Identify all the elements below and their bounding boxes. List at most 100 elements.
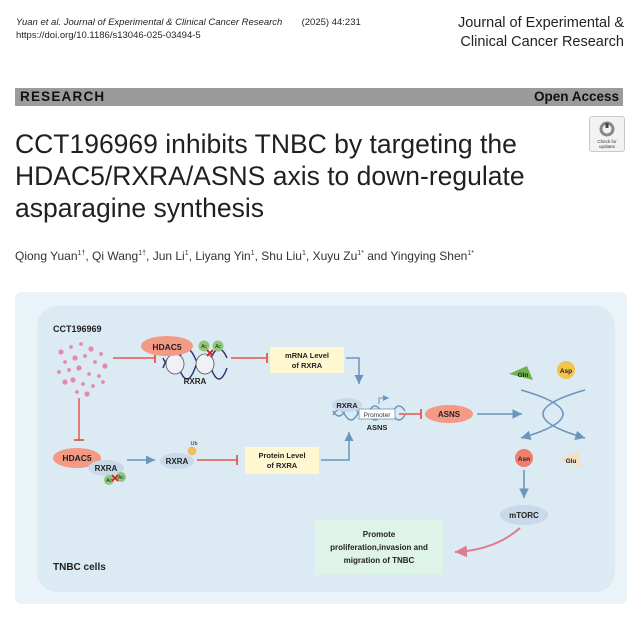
updates-line2: updates — [598, 144, 615, 149]
author-name[interactable]: Qiong Yuan — [15, 249, 78, 263]
drug-particle — [76, 365, 82, 371]
author-name[interactable]: Liyang Yin — [195, 249, 251, 263]
author-affiliation: 1† — [138, 250, 147, 257]
protein-level-line2: of RXRA — [267, 461, 298, 470]
author-list: Qiong Yuan1†, Qi Wang1†, Jun Li1, Liyang… — [15, 249, 474, 263]
hdac5-top-label: HDAC5 — [152, 342, 182, 352]
author-separator: , — [146, 249, 153, 263]
protein-level-line1: Protein Level — [258, 451, 305, 460]
asns-enzyme-label: ASNS — [438, 410, 461, 419]
author-separator: and — [363, 249, 391, 263]
asns-gene-label: ASNS — [367, 423, 388, 432]
reaction-curve-right — [542, 389, 586, 440]
author-name[interactable]: Jun Li — [152, 249, 185, 263]
mtorc-node — [500, 505, 548, 525]
drug-particle — [83, 354, 87, 358]
hdac5-top — [141, 336, 193, 356]
graphical-abstract: CCT196969 HDAC5 Ac Ac RXRA mRNA Level of… — [15, 292, 627, 604]
author-affiliation: 1 — [184, 250, 189, 257]
drug-label: CCT196969 — [53, 324, 102, 334]
citation-volume: (2025) 44:231 — [301, 17, 361, 28]
drug-particle — [75, 390, 79, 394]
ac-mark-4 — [116, 472, 126, 482]
title-line1: CCT196969 inhibits TNBC by targeting the — [15, 129, 517, 159]
mrna-level-line2: of RXRA — [292, 361, 323, 370]
author-separator: , — [188, 249, 196, 263]
updates-icon — [599, 121, 615, 137]
ub-mark-label: Ub — [190, 441, 197, 447]
ac-removal-x-bottom — [111, 474, 119, 482]
section-label: RESEARCH — [20, 89, 106, 104]
doi-link[interactable]: https://doi.org/10.1186/s13046-025-03494… — [16, 30, 201, 41]
drug-particle — [99, 352, 103, 356]
outcome-line2: proliferation,invasion and — [330, 543, 428, 552]
reaction-curve-left — [520, 389, 564, 440]
graphical-abstract-figure: CCT196969 HDAC5 Ac Ac RXRA mRNA Level of… — [37, 306, 615, 592]
drug-particle — [58, 349, 64, 355]
drug-particle — [101, 380, 105, 384]
mtorc-label: mTORC — [509, 511, 539, 520]
ac-mark-4-label: Ac — [118, 475, 124, 481]
drug-particle — [91, 384, 95, 388]
hdac5-bottom-label: HDAC5 — [62, 453, 92, 463]
author-name[interactable]: Shu Liu — [261, 249, 302, 263]
asns-enzyme — [425, 405, 473, 423]
drug-particle — [102, 363, 108, 369]
author-separator: , — [85, 249, 92, 263]
outcome-line3: migration of TNBC — [344, 556, 415, 565]
asp-label: Asp — [560, 368, 572, 375]
drug-particle — [84, 391, 90, 397]
arrow-protein-to-promoter — [321, 432, 354, 461]
protein-level-box — [245, 447, 319, 474]
rxra-promoter-bound — [332, 398, 362, 412]
author-name[interactable]: Qi Wang — [91, 249, 139, 263]
drug-particle — [79, 342, 83, 346]
promoter-label: Promoter — [364, 412, 392, 419]
check-for-updates-button[interactable]: Check for updates — [589, 116, 625, 152]
drug-particle — [72, 355, 78, 361]
rxra-ub-label: RXRA — [166, 457, 189, 466]
drug-particle — [69, 345, 73, 349]
drug-particle — [67, 368, 71, 372]
open-access-label: Open Access — [533, 89, 619, 104]
drug-particle — [57, 370, 61, 374]
transcription-start-arrow — [378, 395, 389, 404]
asn-shape — [515, 449, 533, 467]
title-line2: HDAC5/RXRA/ASNS axis to down-regulate — [15, 161, 525, 191]
glu-label: Glu — [566, 458, 577, 465]
tnbc-cells-label: TNBC cells — [53, 562, 106, 573]
arrow-mrna-to-promoter — [346, 357, 364, 384]
outcome-box — [315, 520, 443, 575]
arrow-mtorc-to-outcome — [454, 527, 521, 558]
author-affiliation: 1† — [77, 250, 86, 257]
author-affiliation: 1* — [357, 250, 364, 257]
ub-mark — [187, 446, 197, 456]
citation-journal: Journal of Experimental & Clinical Cance… — [63, 17, 283, 28]
ac-mark-3-label: Ac — [106, 478, 112, 484]
drug-particle — [93, 360, 97, 364]
author-affiliation: 1 — [250, 250, 255, 257]
promoter-box — [358, 408, 396, 420]
citation-authors: Yuan et al. — [16, 17, 62, 28]
ac-mark-1 — [198, 340, 210, 352]
author-separator: , — [254, 249, 262, 263]
ac-mark-2 — [212, 340, 224, 352]
rxra-ub — [160, 453, 194, 469]
drug-particle — [87, 372, 91, 376]
rxra-bottom-left-label: RXRA — [95, 464, 118, 473]
asn-label: Asn — [518, 456, 530, 463]
article-type-banner: RESEARCH Open Access — [15, 88, 623, 106]
mrna-level-box — [270, 347, 344, 373]
outcome-line1: Promote — [363, 530, 396, 539]
hdac5-bottom — [53, 448, 101, 468]
drug-particle — [88, 346, 94, 352]
gln-label: Gln — [518, 372, 529, 379]
drug-particle — [62, 379, 68, 385]
journal-name-line2: Clinical Cancer Research — [460, 34, 624, 50]
mrna-level-line1: mRNA Level — [285, 351, 329, 360]
glu-shape — [559, 450, 581, 468]
author-name[interactable]: Yingying Shen — [390, 249, 468, 263]
ac-mark-1-label: Ac — [201, 344, 207, 350]
author-name[interactable]: Xuyu Zu — [312, 249, 358, 263]
drug-particle — [81, 382, 85, 386]
